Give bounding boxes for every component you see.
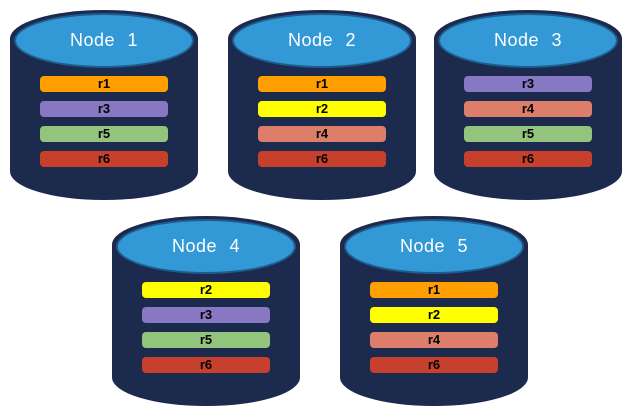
database-node: Node 4 r2 r3 r5 r6 xyxy=(112,216,300,406)
database-node: Node 1 r1 r3 r5 r6 xyxy=(10,10,198,200)
replica-bar: r4 xyxy=(258,126,386,142)
node-label: Node 1 xyxy=(69,30,139,50)
replica-bar: r3 xyxy=(40,101,168,117)
node-label: Node 3 xyxy=(493,30,563,50)
replica-bar: r6 xyxy=(258,151,386,167)
cylinder-top-face: Node 5 xyxy=(344,219,524,274)
replica-bar: r2 xyxy=(258,101,386,117)
replica-bar: r6 xyxy=(40,151,168,167)
replica-bar: r6 xyxy=(370,357,498,373)
node-label: Node 5 xyxy=(399,236,469,256)
replica-bar: r6 xyxy=(464,151,592,167)
cylinder-top-face: Node 4 xyxy=(116,219,296,274)
replica-bar: r3 xyxy=(464,76,592,92)
database-node: Node 5 r1 r2 r4 r6 xyxy=(340,216,528,406)
cylinder-top-face: Node 1 xyxy=(14,13,194,68)
replica-list: r1 r2 r4 r6 xyxy=(370,282,498,373)
node-label: Node 4 xyxy=(171,236,241,256)
replica-bar: r5 xyxy=(142,332,270,348)
replica-bar: r2 xyxy=(370,307,498,323)
replica-list: r2 r3 r5 r6 xyxy=(142,282,270,373)
replica-list: r1 r2 r4 r6 xyxy=(258,76,386,167)
replica-list: r1 r3 r5 r6 xyxy=(40,76,168,167)
replica-list: r3 r4 r5 r6 xyxy=(464,76,592,167)
node-label: Node 2 xyxy=(287,30,357,50)
replica-bar: r3 xyxy=(142,307,270,323)
replica-bar: r1 xyxy=(40,76,168,92)
cylinder-top-face: Node 3 xyxy=(438,13,618,68)
cylinder-top-face: Node 2 xyxy=(232,13,412,68)
replica-bar: r5 xyxy=(40,126,168,142)
database-node: Node 3 r3 r4 r5 r6 xyxy=(434,10,622,200)
replica-bar: r1 xyxy=(258,76,386,92)
replica-bar: r5 xyxy=(464,126,592,142)
replica-bar: r4 xyxy=(464,101,592,117)
replica-bar: r2 xyxy=(142,282,270,298)
replica-bar: r6 xyxy=(142,357,270,373)
database-node: Node 2 r1 r2 r4 r6 xyxy=(228,10,416,200)
replica-bar: r1 xyxy=(370,282,498,298)
replica-bar: r4 xyxy=(370,332,498,348)
